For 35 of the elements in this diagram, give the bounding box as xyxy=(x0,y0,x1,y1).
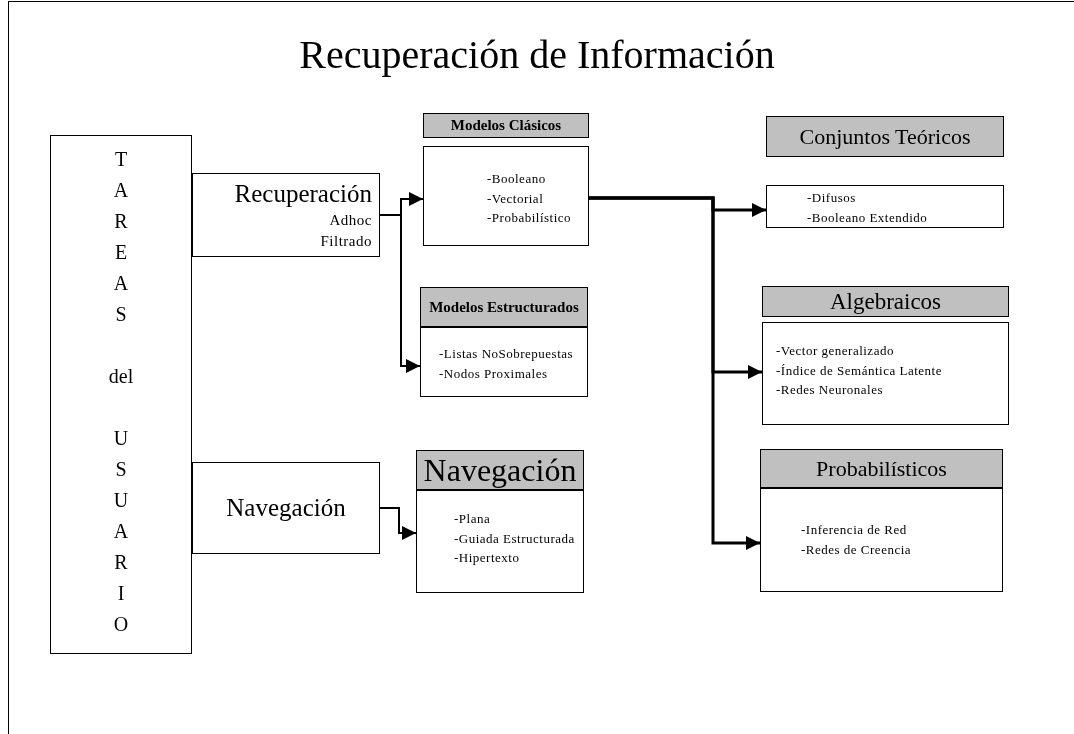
vertical-text: TAREAS xyxy=(113,147,129,327)
arrow xyxy=(379,214,421,373)
section-header: Conjuntos Teóricos xyxy=(766,116,1004,157)
box-title: Navegación xyxy=(226,493,346,523)
arrow xyxy=(379,507,417,540)
sub-item: Adhoc xyxy=(329,211,372,230)
sub-item: Filtrado xyxy=(320,232,372,251)
list-item: -Listas NoSobrepuestas xyxy=(439,345,575,363)
task-column-box xyxy=(50,135,192,654)
vertical-text: del xyxy=(108,364,134,389)
list-item: -Plana xyxy=(454,510,492,528)
list-item: -Probabilístico xyxy=(487,209,573,227)
list-item: -Redes Neuronales xyxy=(776,381,885,399)
list-item: -Hipertexto xyxy=(454,549,521,567)
task-box xyxy=(192,462,380,554)
vertical-text: USUARIO xyxy=(113,426,129,637)
section-header: Algebraicos xyxy=(762,286,1009,317)
list-item: -Vectorial xyxy=(487,189,545,208)
arrow xyxy=(589,196,760,550)
list-item: -Vector generalizado xyxy=(776,342,895,360)
list-item: -Nodos Proximales xyxy=(439,364,549,383)
section-header: Modelos Estructurados xyxy=(420,287,588,327)
section-header: Probabilísticos xyxy=(760,449,1003,488)
list-item: -Difusos xyxy=(807,189,857,207)
title: Recuperación de Información xyxy=(299,31,775,79)
list-item: -Booleano Extendido xyxy=(807,208,929,227)
section-header: Modelos Clásicos xyxy=(423,113,589,138)
list-item: -Inferencia de Red xyxy=(801,521,908,539)
list-item: -Guiada Estructurada xyxy=(454,529,576,548)
task-box xyxy=(192,173,380,257)
box-title: Recuperación xyxy=(234,179,372,209)
section-header: Navegación xyxy=(416,450,584,490)
list-item: -Índice de Semántica Latente xyxy=(776,361,943,380)
list-item: -Booleano xyxy=(487,170,547,188)
list-item: -Redes de Creencia xyxy=(801,540,913,559)
